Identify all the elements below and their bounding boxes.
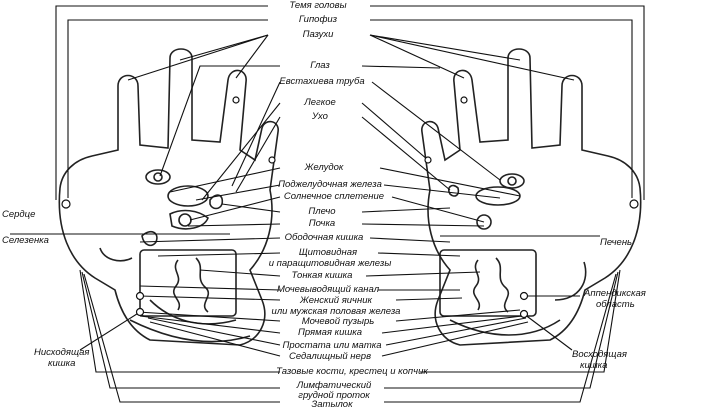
label-bladder: Мочевой пузырь [301, 316, 375, 327]
label-ovary-2: или мужская половая железа [271, 306, 401, 317]
label-solar: Солнечное сплетение [283, 191, 385, 202]
label-ascending-2: кишка [580, 360, 608, 371]
label-appendix-2: область [596, 299, 635, 310]
label-shoulder: Плечо [308, 206, 336, 217]
label-sciatic: Седалищный нерв [288, 351, 372, 362]
leader-lines [10, 5, 645, 403]
label-eustachian: Евстахиева труба [279, 76, 365, 87]
label-heart: Сердце [2, 209, 36, 220]
left-hand [58, 48, 279, 346]
label-urethra: Мочевыводящий канал [276, 284, 380, 295]
label-lymph-2: грудной проток [298, 390, 370, 401]
label-colon: Ободочная кишка [284, 232, 364, 243]
label-descending-2: кишка [48, 358, 76, 369]
label-rectum: Прямая кишка [297, 327, 363, 338]
label-thyroid-2: и паращитовидная железы [268, 258, 392, 269]
label-crown: Темя головы [289, 0, 347, 11]
label-descending-1: Нисходящая [34, 347, 90, 358]
label-ovary-1: Женский яичник [300, 295, 372, 306]
label-ascending-1: Восходящая [572, 349, 627, 360]
label-sinuses: Пазухи [302, 29, 334, 40]
label-pituitary: Гипофиз [298, 14, 338, 25]
label-eye: Глаз [310, 60, 330, 71]
label-lung: Легкое [304, 97, 336, 108]
label-thyroid-1: Щитовидная [298, 247, 358, 258]
label-small-intestine: Тонкая кишка [291, 270, 353, 281]
reflex-points [61, 96, 639, 319]
label-pelvic: Тазовые кости, крестец и копчик [276, 366, 428, 377]
label-nape: Затылок [311, 399, 353, 410]
label-lymph-1: Лимфатический [296, 380, 372, 391]
label-pancreas: Поджелудочная железа [278, 179, 382, 190]
label-spleen: Селезенка [2, 235, 49, 246]
label-prostate: Простата или матка [282, 340, 382, 351]
label-appendix-1: Аппендикская [584, 288, 646, 299]
label-liver: Печень [600, 237, 633, 248]
label-stomach: Желудок [304, 162, 344, 173]
label-ear: Ухо [312, 111, 328, 122]
label-kidney: Почка [308, 218, 336, 229]
